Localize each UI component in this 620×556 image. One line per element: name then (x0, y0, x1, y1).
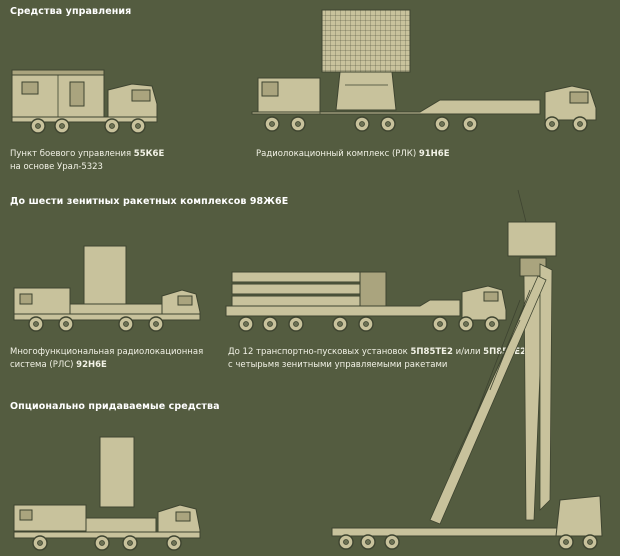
trailer-radar-icon (251, 9, 597, 132)
truck-radar-icon (13, 245, 201, 332)
missile-launcher-icon (225, 271, 507, 332)
caption-radar-complex: Радиолокационный комплекс (РЛК) 91Н6Е (256, 149, 450, 159)
section-heading-optional: Опционально придаваемые средства (10, 401, 220, 412)
section-heading-control: Средства управления (10, 6, 132, 17)
truck-radar-icon (13, 436, 201, 551)
section-heading-complexes: До шести зенитных ракетных комплексов 98… (10, 196, 289, 207)
caption-command-post: Пункт боевого управления 55К6Е на основе… (10, 149, 165, 172)
antenna-mast-icon (331, 189, 603, 550)
ural-truck-with-cabin-icon (11, 69, 158, 134)
caption-mfr: Многофункциональная радиолокационная сис… (10, 347, 204, 370)
